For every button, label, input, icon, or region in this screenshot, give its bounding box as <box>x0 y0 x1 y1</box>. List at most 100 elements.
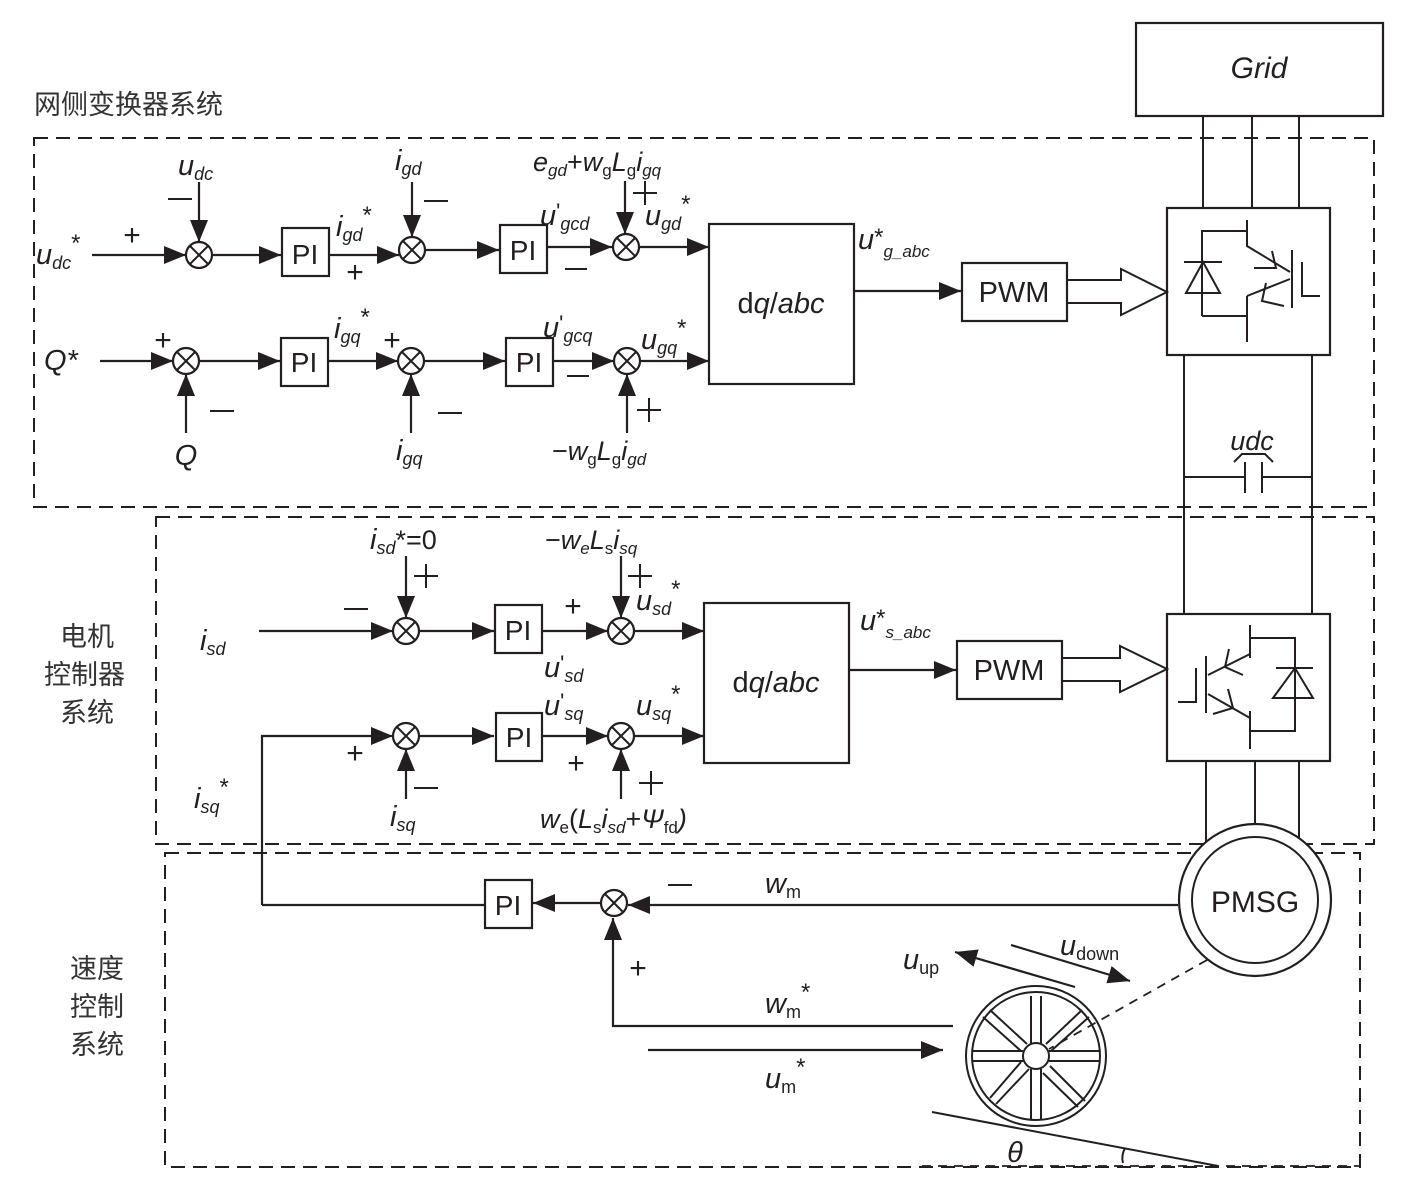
summing-junction-usq <box>606 721 636 751</box>
dc-link-voltage-label: udc <box>1230 426 1274 456</box>
svg-text:dq/abc: dq/abc <box>737 288 825 320</box>
isd-ref-label: isd*=0 <box>370 524 437 558</box>
sign-plus <box>414 564 438 588</box>
svg-text:PWM: PWM <box>979 277 1050 309</box>
speed-control-label-line3: 系统 <box>70 1030 124 1061</box>
u-up-arrow <box>954 949 1076 989</box>
pmsg-generator: PMSG <box>1177 822 1333 978</box>
motor-controller-frame <box>155 516 1375 845</box>
wheel-icon <box>965 985 1107 1127</box>
sign-plus: + <box>346 737 364 770</box>
motor-controller-label-line2: 控制器 <box>44 660 125 691</box>
grid-block: Grid <box>1134 21 1385 118</box>
isq-ref-arrow <box>260 727 393 905</box>
dc-capacitor: udc <box>1184 426 1312 493</box>
wm-ref-label: wm* <box>765 979 810 1022</box>
slope-angle-label: θ <box>1007 1137 1023 1169</box>
ugcd-prime-label: u'gcd <box>540 199 590 234</box>
machine-side-converter <box>1165 612 1332 763</box>
slope-line <box>931 1111 1219 1167</box>
motor-controller-label-line3: 系统 <box>60 698 114 729</box>
pi-controller-speed: PI <box>483 878 534 930</box>
svg-text:dq/abc: dq/abc <box>732 667 820 699</box>
pwm-block-machine: PWM <box>955 639 1064 701</box>
summing-junction-ugd <box>611 232 641 262</box>
grid-side-converter <box>1165 206 1332 357</box>
udc-feedback-label: udc <box>178 150 213 184</box>
summing-junction-ugq <box>612 346 642 376</box>
igd-feedback-label: igd <box>395 145 422 179</box>
ugcq-prime-label: u'gcq <box>543 311 592 346</box>
grid-d-feedforward-label: egd+wgLgigq <box>533 147 662 180</box>
u-down-arrow <box>1010 943 1131 984</box>
shaft-coupling-line <box>1048 959 1208 1050</box>
igq-feedback-label: igq <box>396 435 422 469</box>
pmsg-label: PMSG <box>1211 886 1299 919</box>
sign-plus: + <box>123 219 141 252</box>
isq-ref-label: isq* <box>194 774 229 817</box>
machine-q-feedforward-label: we(Lsisd+Ψfd) <box>540 804 687 837</box>
pi-controller-isd: PI <box>493 603 544 655</box>
wm-label: wm <box>765 868 801 902</box>
pi-controller-udc: PI <box>280 226 331 278</box>
summing-junction-igd <box>397 235 427 265</box>
svg-text:PI: PI <box>505 615 531 646</box>
sign-plus <box>639 771 663 795</box>
sign-plus: + <box>564 590 582 623</box>
igd-ref-label: igd* <box>336 202 372 245</box>
speed-control-label-line1: 速度 <box>70 954 124 985</box>
um-ref-label: um* <box>765 1054 805 1097</box>
pi-controller-igd: PI <box>498 223 549 275</box>
motor-controller-label-line1: 电机 <box>60 622 114 653</box>
summing-junction-q <box>171 346 201 376</box>
sign-plus: + <box>567 747 585 780</box>
summing-junction-isd <box>391 616 421 646</box>
dq-abc-transform-grid: dq/abc <box>707 222 856 386</box>
sign-plus <box>637 398 661 422</box>
svg-text:PI: PI <box>291 347 317 378</box>
sign-plus <box>633 181 657 205</box>
us-abc-label: u*s_abc <box>860 605 931 642</box>
usd-ref-label: usd* <box>636 576 681 619</box>
grid-q-feedforward-label: −wgLgigd <box>552 436 647 469</box>
speed-control-label-line2: 控制 <box>70 992 124 1023</box>
summing-junction-usd <box>606 616 636 646</box>
usd-prime-label: u'sd <box>544 651 584 686</box>
sign-plus <box>628 564 652 588</box>
u-down-label: udown <box>1060 930 1119 964</box>
sign-plus: + <box>629 952 647 985</box>
ugd-ref-label: ugd* <box>645 191 691 234</box>
q-ref-label: Q* <box>44 345 80 377</box>
summing-junction-igq <box>396 346 426 376</box>
usq-ref-label: usq* <box>636 681 681 724</box>
igq-ref-label: igq* <box>334 304 370 347</box>
sign-plus: + <box>346 256 364 289</box>
sign-plus: + <box>383 324 401 357</box>
pi-controller-isq: PI <box>494 711 544 763</box>
grid-label: Grid <box>1231 52 1289 85</box>
usq-prime-label: u'sq <box>544 689 583 724</box>
isd-feedback-label: isd <box>200 625 226 659</box>
ug-abc-label: u*g_abc <box>858 224 930 261</box>
grid-converter-section-label: 网侧变换器系统 <box>34 90 223 121</box>
dq-abc-transform-machine: dq/abc <box>702 601 851 765</box>
svg-text:PI: PI <box>292 239 318 270</box>
sign-plus: + <box>154 324 172 357</box>
machine-d-feedforward-label: −weLsisq <box>545 525 638 558</box>
wm-ref-arrow <box>604 918 953 1028</box>
svg-text:PI: PI <box>495 890 521 921</box>
pwm-gate-signal-arrow-grid <box>1067 267 1170 317</box>
svg-text:PI: PI <box>510 235 536 266</box>
udc-ref-label: udc* <box>36 230 81 273</box>
summing-junction-speed <box>599 888 629 918</box>
isq-feedback-label: isq <box>390 801 415 835</box>
svg-text:PI: PI <box>506 722 532 753</box>
pwm-block-grid: PWM <box>960 261 1069 323</box>
q-feedback-label: Q <box>175 440 198 472</box>
summing-junction-udc <box>184 240 214 270</box>
slope-angle-arc <box>1121 1147 1126 1164</box>
pwm-gate-signal-arrow-machine <box>1062 644 1170 694</box>
u-up-label: uup <box>903 944 939 978</box>
speed-control-frame <box>164 852 1361 1168</box>
